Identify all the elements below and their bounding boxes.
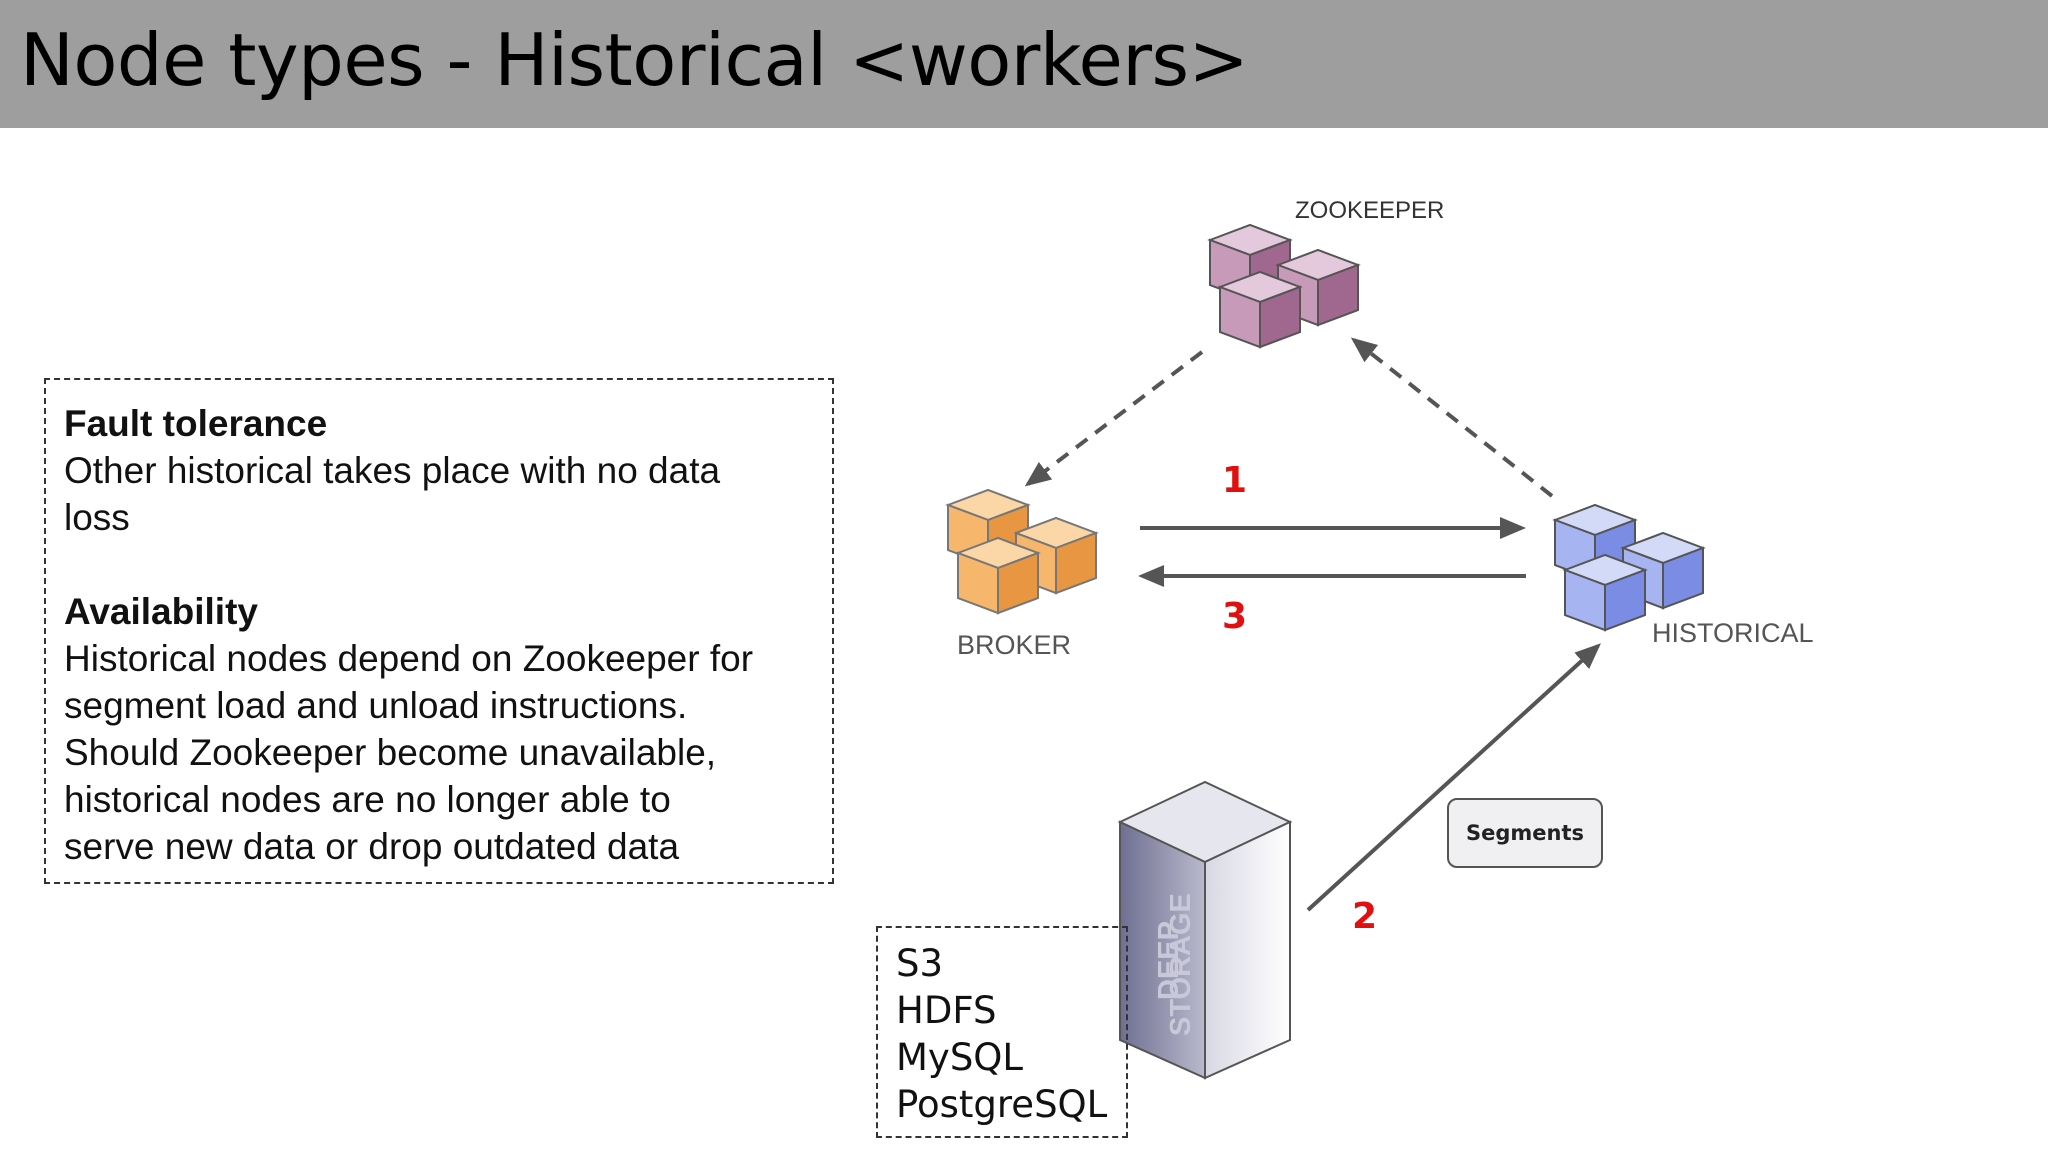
storage-options-box: S3 HDFS MySQL PostgreSQL [876,926,1128,1138]
deep-storage-label: STORAGE [1165,893,1197,1036]
step-number-2: 2 [1352,896,1378,937]
storage-to-historical-arrow [1306,643,1601,912]
availability-heading: Availability [64,591,258,632]
broker-icon [945,488,1099,615]
title-bar: Node types - Historical <workers> [0,0,2048,128]
zookeeper-icon [1207,223,1361,349]
step-number-3: 3 [1222,596,1248,637]
availability-line: historical nodes are no longer able to [64,779,671,820]
info-box: Fault tolerance Other historical takes p… [44,378,834,884]
storage-option: S3 [896,942,944,985]
broker-label: BROKER [957,630,1072,660]
availability-line: Historical nodes depend on Zookeeper for [64,638,754,679]
historical-label: HISTORICAL [1652,618,1814,648]
segments-label-box: Segments [1447,798,1603,868]
zookeeper-to-broker-arrow [1024,350,1204,487]
fault-tolerance-heading: Fault tolerance [64,403,328,444]
deep-storage-label: DEEP [1153,921,1185,1000]
historical-icon [1552,503,1706,632]
storage-option: MySQL [896,1036,1024,1079]
fault-tolerance-line: Other historical takes place with no dat… [64,450,721,491]
page-title: Node types - Historical <workers> [20,18,1249,102]
storage-option: HDFS [896,989,997,1032]
availability-line: serve new data or drop outdated data [64,826,680,867]
fault-tolerance-line: loss [64,497,130,538]
availability-line: segment load and unload instructions. [64,685,688,726]
storage-option: PostgreSQL [896,1083,1108,1126]
step-number-1: 1 [1222,460,1248,501]
zookeeper-label: ZOOKEEPER [1295,197,1445,224]
segments-label: Segments [1465,821,1584,845]
availability-line: Should Zookeeper become unavailable, [64,732,717,773]
deep-storage-icon [1117,780,1293,1080]
historical-to-zookeeper-arrow [1350,337,1554,498]
